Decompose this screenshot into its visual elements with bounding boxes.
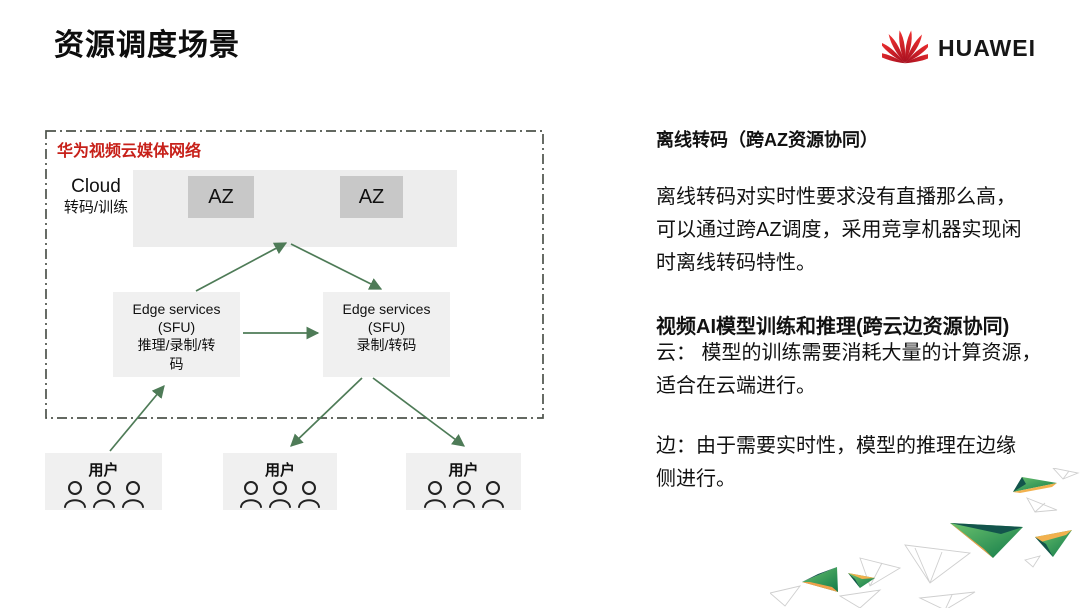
user-box-1: 用户 [45, 453, 162, 510]
brand-text: HUAWEI [938, 35, 1036, 61]
az-box-1: AZ [188, 176, 254, 218]
solid-triangle-right [1035, 530, 1072, 557]
user-label: 用户 [448, 462, 479, 479]
users-icon [238, 481, 322, 512]
arrow-edge2-to-user2 [290, 377, 363, 447]
cloud-label-en: Cloud [71, 176, 121, 197]
users-icon [62, 481, 146, 512]
huawei-logo: HUAWEI [873, 26, 1036, 71]
ai-cloud-body: 云： 模型的训练需要消耗大量的计算资源， 适合在云端进行。 [656, 342, 1042, 397]
huawei-flower-icon [873, 26, 937, 71]
edge-services-box-2: Edge services (SFU) 录制/转码 [323, 292, 450, 377]
solid-triangle-left-a [802, 567, 838, 592]
users-icon [422, 481, 506, 512]
solid-triangle-big [950, 523, 1023, 558]
cloud-label: Cloud 转码/训练 [46, 176, 146, 217]
arrow-user1-to-edge1 [109, 385, 165, 452]
user-label: 用户 [264, 462, 295, 479]
user-label: 用户 [88, 462, 119, 479]
ai-edge-body: 边：由于需要实时性，模型的推理在边缘 侧进行。 [656, 435, 1016, 490]
arrow-edge1-to-cloud [195, 242, 288, 292]
offline-transcode-heading: 离线转码（跨AZ资源协同） [656, 130, 878, 150]
offline-transcode-body: 离线转码对实时性要求没有直播那么高， 可以通过跨AZ调度，采用竞享机器实现闲 时… [656, 186, 1022, 274]
media-network-label: 华为视频云媒体网络 [57, 143, 202, 160]
arrow-cloud-to-edge2 [290, 243, 383, 290]
page-title: 资源调度场景 [54, 29, 240, 62]
ai-train-infer-heading: 视频AI模型训练和推理(跨云边资源协同) [656, 316, 1010, 338]
edge-services-box-1: Edge services (SFU) 推理/录制/转 码 [113, 292, 240, 377]
solid-triangle-left-b [848, 573, 875, 588]
user-box-2: 用户 [223, 453, 337, 510]
user-box-3: 用户 [406, 453, 521, 510]
cloud-label-zh: 转码/训练 [63, 198, 129, 216]
arrow-edge2-to-user3 [372, 377, 466, 447]
az-box-2: AZ [340, 176, 403, 218]
cloud-az-band [133, 170, 457, 247]
